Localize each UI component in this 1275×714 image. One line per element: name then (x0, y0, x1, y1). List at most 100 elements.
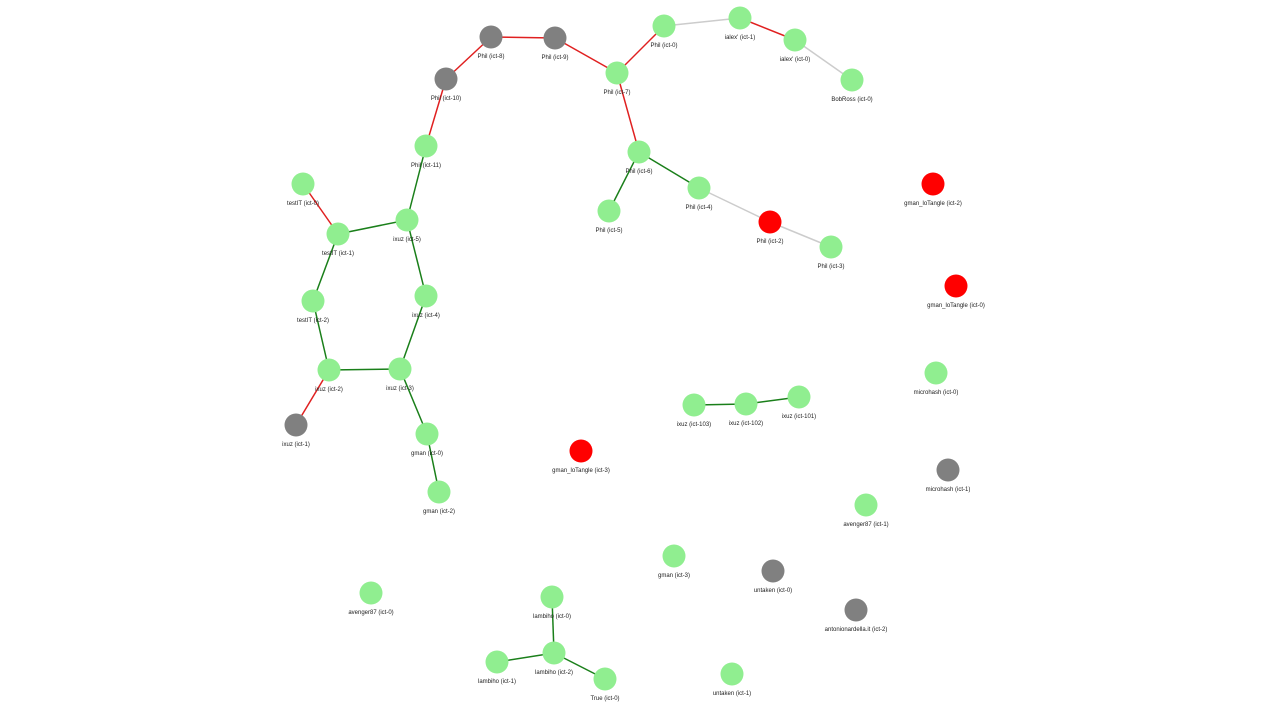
node-ixuz2[interactable]: ixuz (ict-2) (315, 358, 343, 394)
node-circle[interactable] (415, 422, 439, 446)
node-label: gman (ict-2) (423, 509, 455, 515)
node-untaken1[interactable]: untaken (ict-1) (713, 662, 751, 698)
node-phil7[interactable]: Phil (ict-7) (603, 61, 631, 97)
node-label: Phil (ict-2) (756, 239, 783, 245)
node-ialex0[interactable]: ialex' (ict-0) (780, 28, 810, 64)
node-circle[interactable] (479, 25, 503, 49)
node-circle[interactable] (662, 544, 686, 568)
node-circle[interactable] (819, 235, 843, 259)
node-circle[interactable] (944, 274, 968, 298)
node-lambiho1[interactable]: lambiho (ict-1) (478, 650, 516, 686)
node-circle[interactable] (597, 199, 621, 223)
node-circle[interactable] (787, 385, 811, 409)
node-ixuz1[interactable]: ixuz (ict-1) (282, 413, 310, 449)
node-circle[interactable] (720, 662, 744, 686)
edge-phil10-phil11 (425, 78, 447, 147)
edge-ialex0-bobross0 (794, 39, 853, 81)
node-circle[interactable] (427, 480, 451, 504)
node-circle[interactable] (569, 439, 593, 463)
node-phil5[interactable]: Phil (ict-5) (595, 199, 623, 235)
node-circle[interactable] (854, 493, 878, 517)
node-phil9[interactable]: Phil (ict-9) (541, 26, 569, 62)
node-phil0[interactable]: Phil (ict-0) (650, 14, 678, 50)
node-circle[interactable] (317, 358, 341, 382)
node-circle[interactable] (542, 641, 566, 665)
node-circle[interactable] (605, 61, 629, 85)
node-gman2[interactable]: gman (ict-2) (423, 480, 455, 516)
node-circle[interactable] (434, 67, 458, 91)
node-circle[interactable] (543, 26, 567, 50)
node-circle[interactable] (301, 289, 325, 313)
node-phil4[interactable]: Phil (ict-4) (685, 176, 713, 212)
node-circle[interactable] (734, 392, 758, 416)
node-ixuz103[interactable]: ixuz (ict-103) (677, 393, 711, 429)
node-circle[interactable] (284, 413, 308, 437)
node-circle[interactable] (359, 581, 383, 605)
node-circle[interactable] (540, 585, 564, 609)
node-circle[interactable] (291, 172, 315, 196)
node-phil3[interactable]: Phil (ict-3) (817, 235, 845, 271)
node-circle[interactable] (844, 598, 868, 622)
node-circle[interactable] (652, 14, 676, 38)
edge-ixuz3-gman0 (399, 368, 428, 435)
edge-phil7-phil6 (616, 72, 640, 153)
node-gman3[interactable]: gman (ict-3) (658, 544, 690, 580)
node-circle[interactable] (627, 140, 651, 164)
node-testit1[interactable]: testIT (ict-1) (322, 222, 354, 258)
node-gman_lt3[interactable]: gman_loTangle (ict-3) (552, 439, 610, 475)
node-label: Phil (ict-7) (603, 90, 630, 96)
edge-phil0-ialex1 (663, 17, 741, 27)
node-antonio2[interactable]: antonionardella.it (ict-2) (825, 598, 888, 634)
node-circle[interactable] (326, 222, 350, 246)
node-circle[interactable] (783, 28, 807, 52)
node-circle[interactable] (761, 559, 785, 583)
node-testit2[interactable]: testIT (ict-2) (297, 289, 329, 325)
node-circle[interactable] (921, 172, 945, 196)
node-phil8[interactable]: Phil (ict-8) (477, 25, 505, 61)
node-label: ixuz (ict-3) (386, 386, 414, 392)
node-phil6[interactable]: Phil (ict-6) (625, 140, 653, 176)
node-circle[interactable] (924, 361, 948, 385)
node-label: Phil (ict-4) (685, 205, 712, 211)
node-microhash1[interactable]: microhash (ict-1) (926, 458, 971, 494)
node-ialex1[interactable]: ialex' (ict-1) (725, 6, 755, 42)
node-circle[interactable] (414, 134, 438, 158)
node-label: gman_loTangle (ict-3) (552, 468, 610, 474)
node-avenger1[interactable]: avenger87 (ict-1) (843, 493, 889, 529)
node-label: Phil (ict-8) (477, 54, 504, 60)
node-circle[interactable] (682, 393, 706, 417)
node-circle[interactable] (485, 650, 509, 674)
node-phil11[interactable]: Phil (ict-11) (411, 134, 441, 170)
node-circle[interactable] (687, 176, 711, 200)
node-circle[interactable] (728, 6, 752, 30)
node-ixuz5[interactable]: ixuz (ict-5) (393, 208, 421, 244)
node-phil2[interactable]: Phil (ict-2) (756, 210, 784, 246)
node-true0[interactable]: True (ict-0) (590, 667, 620, 703)
node-label: avenger87 (ict-1) (843, 522, 888, 528)
node-avenger0[interactable]: avenger87 (ict-0) (348, 581, 394, 617)
node-lambiho2[interactable]: lambiho (ict-2) (535, 641, 573, 677)
node-ixuz101[interactable]: ixuz (ict-101) (782, 385, 816, 421)
node-bobross0[interactable]: BobRoss (ict-0) (831, 68, 873, 104)
node-gman_lt2[interactable]: gman_loTangle (ict-2) (904, 172, 962, 208)
node-circle[interactable] (840, 68, 864, 92)
node-gman_lt0[interactable]: gman_loTangle (ict-0) (927, 274, 985, 310)
node-ixuz102[interactable]: ixuz (ict-102) (729, 392, 763, 428)
node-ixuz4[interactable]: ixuz (ict-4) (412, 284, 440, 320)
node-circle[interactable] (936, 458, 960, 482)
node-label: lambiho (ict-2) (535, 670, 573, 676)
node-testit0[interactable]: testIT (ict-0) (287, 172, 319, 208)
node-gman0[interactable]: gman (ict-0) (411, 422, 443, 458)
node-circle[interactable] (395, 208, 419, 232)
node-circle[interactable] (414, 284, 438, 308)
node-microhash0[interactable]: microhash (ict-0) (914, 361, 959, 397)
node-ixuz3[interactable]: ixuz (ict-3) (386, 357, 414, 393)
node-circle[interactable] (758, 210, 782, 234)
node-phil10[interactable]: Phil (ict-10) (431, 67, 461, 103)
node-circle[interactable] (388, 357, 412, 381)
node-layer: Phil (ict-8) Phil (ict-9) Phil (ict-0) iale… (282, 6, 985, 703)
edge-testit2-ixuz2 (312, 300, 330, 371)
node-untaken0[interactable]: untaken (ict-0) (754, 559, 792, 595)
node-circle[interactable] (593, 667, 617, 691)
node-lambiho0[interactable]: lambiho (ict-0) (533, 585, 571, 621)
